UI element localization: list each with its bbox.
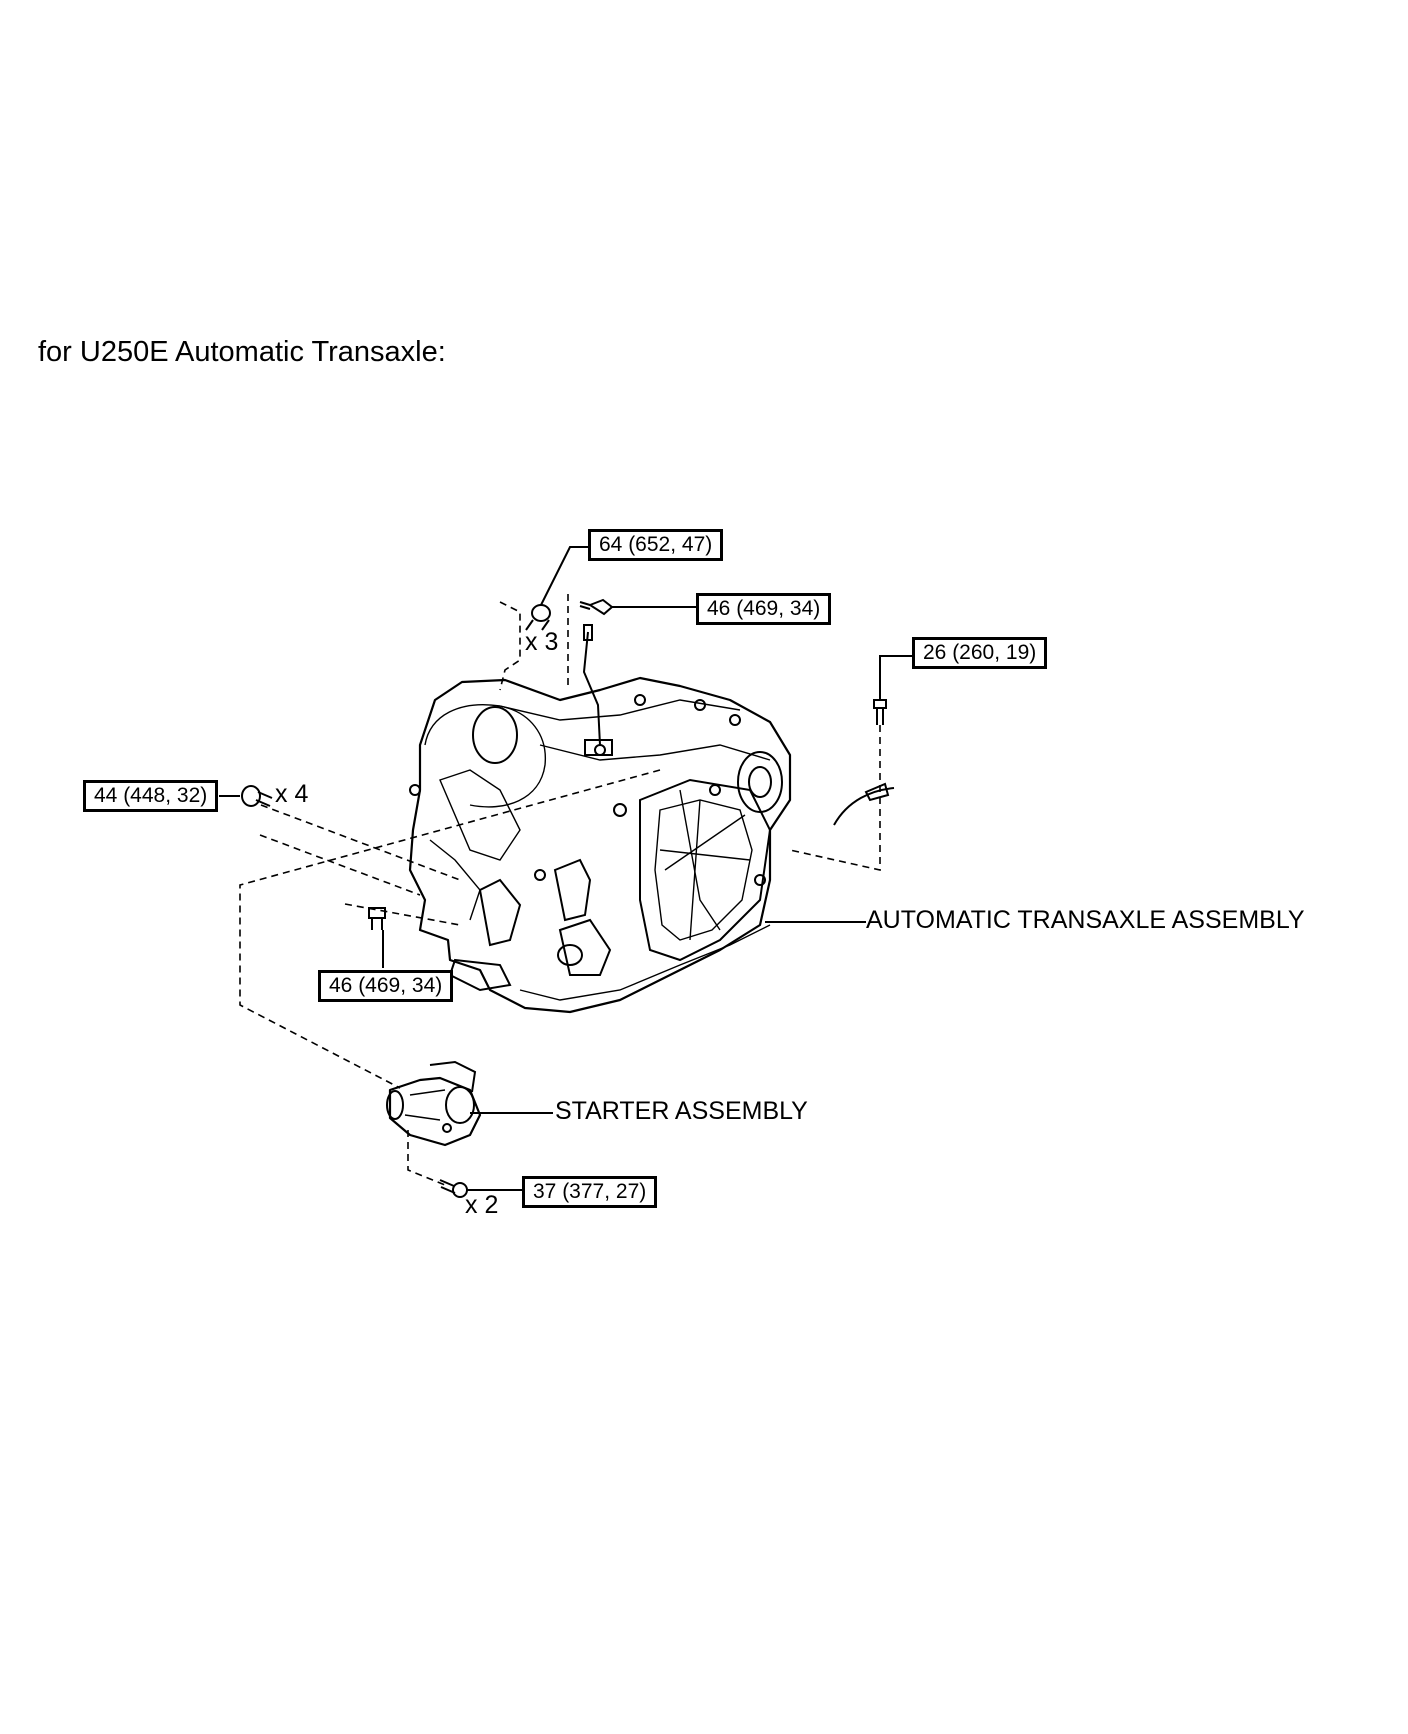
quantity-x2: x 2 xyxy=(465,1191,499,1219)
torque-label-46-top: 46 (469, 34) xyxy=(696,593,832,625)
torque-label-64: 64 (652, 47) xyxy=(588,529,724,561)
leader-lines xyxy=(219,546,912,1191)
torque-label-46-bottom: 46 (469, 34) xyxy=(318,970,454,1002)
part-label-transaxle: AUTOMATIC TRANSAXLE ASSEMBLY xyxy=(866,906,1305,934)
dashed-assembly-lines xyxy=(239,594,881,1186)
torque-label-26: 26 (260, 19) xyxy=(912,637,1048,669)
quantity-x3: x 3 xyxy=(525,628,559,656)
page-title: for U250E Automatic Transaxle: xyxy=(38,336,446,368)
starter-illustration xyxy=(386,1060,482,1147)
bolt-icon xyxy=(241,598,895,1198)
torque-label-37: 37 (377, 27) xyxy=(522,1176,658,1208)
part-label-starter: STARTER ASSEMBLY xyxy=(555,1097,808,1125)
torque-label-44: 44 (448, 32) xyxy=(83,780,219,812)
quantity-x4: x 4 xyxy=(275,780,309,808)
automatic-transaxle-illustration xyxy=(408,624,792,1014)
